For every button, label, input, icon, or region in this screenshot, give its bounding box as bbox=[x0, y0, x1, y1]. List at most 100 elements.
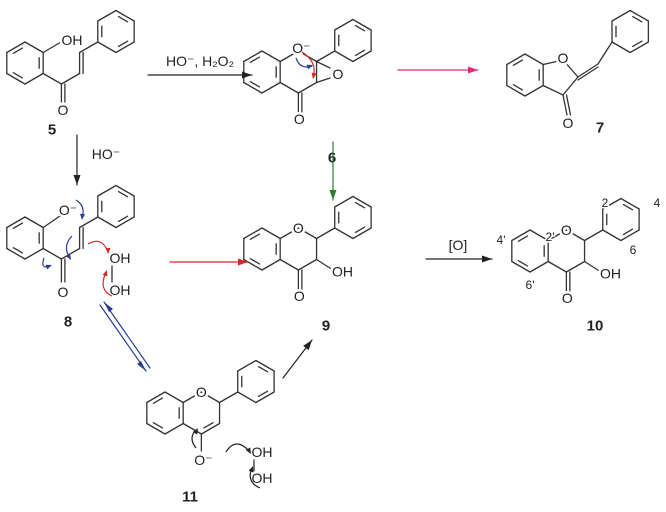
c7-phenyl-bond bbox=[611, 9, 631, 22]
c5-ring-bond bbox=[6, 72, 26, 85]
c8-phenyl-bond-inner bbox=[117, 215, 129, 223]
compound-label-8: 8 bbox=[64, 314, 72, 331]
c10-phenyl-bond bbox=[620, 197, 640, 210]
c7-benzo-bond bbox=[506, 53, 526, 66]
compound-label-7: 7 bbox=[596, 120, 604, 137]
c8-phenoxide-label: O⁻ bbox=[59, 202, 77, 218]
position-6prime-label: 6' bbox=[526, 278, 535, 292]
c7-carbonyl-second bbox=[565, 94, 572, 116]
c9-bond bbox=[315, 227, 336, 240]
c9-phenyl-bond bbox=[334, 195, 354, 208]
c10-phenyl-bond bbox=[602, 229, 622, 242]
c8-phenyl-bond-inner bbox=[117, 190, 129, 198]
c5-ring-bond bbox=[24, 41, 44, 54]
c7-exo-alkene bbox=[577, 63, 599, 78]
c11-curved-arrow-2 bbox=[225, 443, 251, 453]
c7-ring-o-label: O bbox=[558, 50, 569, 66]
c11-benzo-bond-inner bbox=[152, 397, 164, 404]
arrow-11-to-9-head bbox=[303, 340, 312, 351]
position-2-label: 2 bbox=[602, 196, 609, 210]
c7-benzo-bond-inner bbox=[512, 59, 524, 66]
c11-benzo-bond bbox=[146, 391, 166, 404]
c7-benzo-bond bbox=[506, 84, 526, 97]
c6-blue-curved-arrow-head bbox=[306, 64, 313, 70]
c11-benzo-bond bbox=[146, 422, 166, 435]
c11-benzo-bond-inner bbox=[152, 422, 164, 429]
c10-phenyl-bond-inner bbox=[622, 203, 634, 211]
c10-benzo-bond bbox=[529, 260, 549, 273]
c11-phenyl-bond-inner bbox=[257, 390, 269, 398]
c9-benzo-bond-inner bbox=[249, 233, 261, 240]
c7-bond bbox=[542, 84, 564, 96]
position-6-label: 6 bbox=[630, 243, 637, 257]
arrow-9-to-10-head bbox=[482, 255, 492, 263]
c10-benzo-bond-inner bbox=[517, 235, 529, 242]
c10-phenyl-bond bbox=[620, 229, 640, 242]
c10-bond bbox=[547, 229, 568, 242]
c10-bond bbox=[547, 260, 568, 273]
c11-bond bbox=[200, 422, 221, 435]
position-4prime-label: 4' bbox=[497, 233, 506, 247]
c8-ring-bond bbox=[24, 216, 44, 229]
c10-phenyl-bond bbox=[602, 197, 622, 210]
c6-phenyl-bond bbox=[334, 18, 354, 31]
arrow-8-to-9-head bbox=[238, 258, 248, 266]
c9-benzo-bond-inner bbox=[249, 258, 261, 265]
c8-ring-bond bbox=[6, 216, 26, 229]
c11-bond bbox=[182, 422, 203, 435]
c9-bond bbox=[297, 227, 318, 240]
c10-benzo-bond bbox=[511, 229, 531, 242]
c8-red-curved-arrow-2-head bbox=[102, 270, 108, 277]
c9-benzo-bond bbox=[261, 258, 281, 271]
c8-phenyl-bond bbox=[97, 216, 117, 229]
c10-benzo-bond-inner bbox=[517, 260, 529, 267]
c11-bond-inner bbox=[203, 422, 214, 429]
c9-hydroxyl-label: OH bbox=[332, 264, 353, 280]
c11-enolate-label: O⁻ bbox=[194, 452, 212, 468]
c9-phenyl-bond bbox=[334, 227, 354, 240]
c8-ring-bond-inner bbox=[12, 222, 24, 229]
c6-bond bbox=[315, 50, 336, 63]
c10-bond bbox=[583, 260, 600, 272]
c5-ring-bond bbox=[6, 41, 26, 54]
c7-phenyl-bond bbox=[629, 9, 650, 22]
c6-epoxide-bond bbox=[315, 77, 331, 84]
compound-label-5: 5 bbox=[48, 122, 56, 139]
equilibrium-forward-head bbox=[137, 361, 146, 371]
c10-ring-o-label: O bbox=[561, 222, 572, 238]
c7-phenyl-bond-inner bbox=[632, 40, 643, 48]
c8-peroxide-oh-label-2: OH bbox=[110, 282, 131, 298]
arrow-6-to-7-head bbox=[468, 66, 478, 74]
c9-phenyl-bond bbox=[352, 227, 372, 240]
c6-bond bbox=[279, 81, 300, 94]
c8-peroxide-oh-label-1: OH bbox=[110, 250, 131, 266]
c8-ring-bond bbox=[6, 247, 26, 260]
c9-carbonyl-o-label: O bbox=[294, 288, 305, 304]
c6-epoxide-bond bbox=[315, 60, 331, 69]
c10-benzo-bond bbox=[511, 260, 531, 273]
c8-bond bbox=[60, 247, 81, 260]
c5-ring-bond-inner bbox=[12, 47, 24, 54]
c5-bond bbox=[60, 72, 81, 85]
c10-bond bbox=[565, 260, 586, 273]
c8-red-curved-arrow-1 bbox=[87, 240, 109, 253]
c10-hydroxyl-label: OH bbox=[600, 266, 621, 282]
c7-bond bbox=[597, 41, 613, 65]
c8-bond bbox=[78, 216, 99, 229]
c9-phenyl-bond-inner bbox=[354, 226, 366, 234]
reagent-oxidant: [O] bbox=[449, 237, 468, 253]
c5-bond bbox=[42, 72, 63, 85]
c8-ring-bond-inner bbox=[12, 247, 24, 254]
equilibrium-forward-shaft bbox=[99, 304, 147, 372]
c9-benzo-bond bbox=[243, 258, 263, 271]
c5-phenyl-bond-inner bbox=[117, 40, 129, 48]
arrow-6-to-9-head bbox=[329, 190, 337, 200]
c8-red-curved-arrow-1-head bbox=[105, 248, 111, 254]
c8-ring-bond bbox=[24, 247, 44, 260]
c10-carbonyl-o-label: O bbox=[562, 290, 573, 306]
arrow-5-to-6-head bbox=[242, 71, 252, 79]
c7-exo-alkene-second bbox=[577, 66, 599, 81]
c8-bond bbox=[42, 215, 61, 229]
c8-carbonyl-o-label: O bbox=[58, 284, 69, 300]
c11-phenyl-bond bbox=[237, 359, 257, 372]
